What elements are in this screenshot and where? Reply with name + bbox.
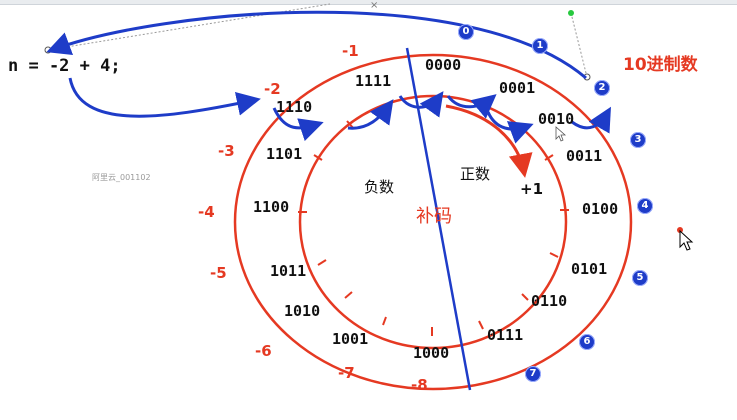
guide-line-right	[570, 12, 588, 78]
neg-minus-4: -4	[198, 203, 215, 221]
code-0100: 0100	[582, 200, 619, 218]
code-1100: 1100	[253, 198, 290, 216]
neg-minus-7: -7	[338, 364, 355, 382]
code-0011: 0011	[566, 147, 603, 165]
badge-1: 1	[532, 38, 548, 54]
code-1011: 1011	[270, 262, 307, 280]
guide-line-left	[47, 3, 331, 51]
arrow-step-5	[486, 111, 534, 144]
neg-minus-3: -3	[218, 142, 235, 160]
label-positive: 正数	[460, 165, 491, 183]
badge-4: 4	[637, 198, 653, 214]
neg-minus-5: -5	[210, 264, 227, 282]
code-1101: 1101	[266, 145, 303, 163]
code-1111: 1111	[355, 72, 392, 90]
rotation-handle[interactable]	[568, 10, 574, 16]
badge-2: 2	[594, 80, 610, 96]
outer-ring	[233, 53, 633, 391]
label-complement: 补码	[416, 206, 452, 227]
code-1001: 1001	[332, 330, 369, 348]
arrow-step-1	[272, 107, 324, 142]
code-1010: 1010	[284, 302, 321, 320]
cursor-dot	[677, 227, 683, 233]
arrow-step-3	[398, 91, 444, 118]
mouse-pointer-icon	[679, 229, 694, 251]
badge-7: 7	[525, 366, 541, 382]
badge-3: 3	[630, 132, 646, 148]
code-0111: 0111	[487, 326, 524, 344]
code-0010: 0010	[538, 110, 575, 128]
arrow-step-2	[347, 99, 394, 130]
window-top-border	[0, 0, 737, 5]
divider-line	[405, 47, 472, 391]
text-cursor-icon	[555, 126, 567, 142]
neg-minus-8: -8	[411, 376, 428, 394]
badge-5: 5	[632, 270, 648, 286]
badge-6: 6	[579, 334, 595, 350]
arrow-step-6	[571, 106, 611, 134]
decimal-title: 10进制数	[623, 55, 698, 75]
code-0110: 0110	[531, 292, 568, 310]
code-0001: 0001	[499, 79, 536, 97]
badge-0: 0	[458, 24, 474, 40]
arrow-decimal-to-code	[46, 10, 587, 80]
close-icon[interactable]: ×	[370, 0, 379, 11]
neg-minus-2: -2	[264, 80, 281, 98]
arrow-plus-one	[445, 104, 533, 178]
code-0101: 0101	[571, 260, 608, 278]
watermark: 阿里云_001102	[92, 173, 151, 182]
neg-minus-6: -6	[255, 342, 272, 360]
code-1000: 1000	[413, 344, 450, 362]
arrow-code-to-minus2	[68, 77, 261, 118]
anchor-point-left[interactable]	[44, 46, 52, 54]
label-plus-one: +1	[520, 180, 544, 198]
code-expression: n = -2 + 4;	[8, 56, 121, 76]
code-1110: 1110	[276, 98, 313, 116]
code-0000: 0000	[425, 56, 462, 74]
label-negative: 负数	[364, 178, 395, 196]
arrow-step-4	[446, 94, 497, 119]
neg-minus-1: -1	[342, 42, 359, 60]
